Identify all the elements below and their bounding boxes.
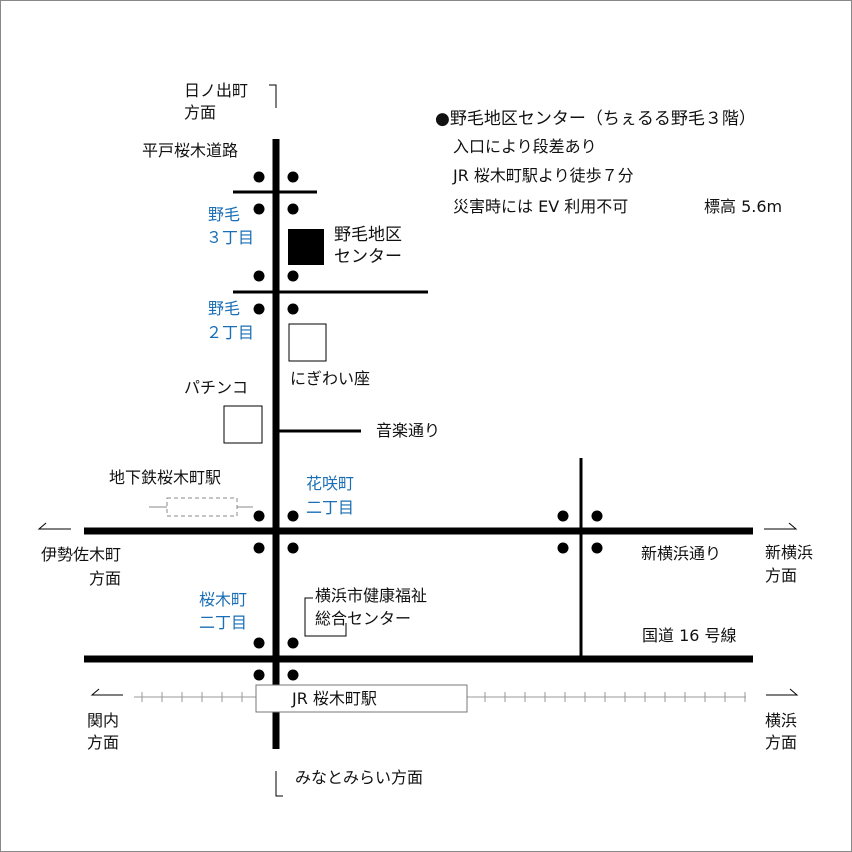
arrow-up-icon [269,84,277,108]
landmark-pachinko: パチンコ [184,378,249,397]
landmark-subway-station: 地下鉄桜木町駅 [109,468,222,487]
crosswalk-dots [253,171,603,681]
direction-minatomirai: みなとみらい方面 [295,768,424,787]
direction-shinyokohama-line1: 新横浜 [765,543,814,562]
road-ongaku: 音楽通り [376,421,441,440]
info-elevation: 標高 5.6m [704,197,783,216]
pachinko-building [223,405,263,444]
district-noge3-line2: ３丁目 [205,228,254,247]
road-shinyokohama-dori: 新横浜通り [641,544,722,563]
arrow-left-icon [90,688,123,696]
direction-isezaki-line1: 伊勢佐木町 [40,545,121,564]
direction-isezaki-line2: 方面 [88,569,121,588]
direction-kannai-line2: 方面 [87,733,120,752]
info-access-note: JR 桜木町駅より徒歩７分 [453,166,634,185]
landmark-noge-center-line1: 野毛地区 [334,225,402,245]
welfare-leader-line [304,597,347,637]
road-route16: 国道 16 号線 [642,626,737,645]
info-title: ●野毛地区センター（ちぇるる野毛３階） [435,109,756,129]
arrow-right-icon [764,522,798,530]
subway-station-box [166,497,238,517]
direction-yokohama-line2: 方面 [765,733,798,752]
direction-hinode-line2: 方面 [184,103,217,122]
direction-kannai-line1: 関内 [87,711,120,730]
direction-shinyokohama-line2: 方面 [765,566,798,585]
landmark-noge-center-line2: センター [334,247,402,267]
landmark-nigiwai: にぎわい座 [290,369,371,388]
arrow-left-icon [37,522,71,530]
arrow-down-icon [275,771,283,797]
noge-center-building [288,229,324,265]
arrow-right-icon [766,688,799,696]
railway-ties [141,692,746,702]
district-noge2-line1: 野毛 [207,299,240,318]
landmark-jr-station: JR 桜木町駅 [292,689,377,708]
district-sakuragi-line1: 桜木町 [199,590,248,609]
district-hanasaki-line2: 二丁目 [306,498,355,517]
district-sakuragi-line2: 二丁目 [199,613,248,632]
info-ev-note: 災害時には EV 利用不可 [453,197,629,216]
road-hirado: 平戸桜木道路 [142,141,239,160]
direction-yokohama-line1: 横浜 [765,711,798,730]
district-noge3-line1: 野毛 [207,205,240,224]
landmark-welfare-line2: 総合センター [315,609,412,628]
district-hanasaki-line1: 花咲町 [306,474,355,493]
district-noge2-line2: ２丁目 [205,323,254,342]
landmark-welfare-line1: 横浜市健康福祉 [315,586,428,605]
nigiwai-building [288,323,327,362]
jr-station-box [255,684,468,713]
direction-hinode-line1: 日ノ出町 [184,81,249,100]
info-step-note: 入口により段差あり [453,137,597,156]
